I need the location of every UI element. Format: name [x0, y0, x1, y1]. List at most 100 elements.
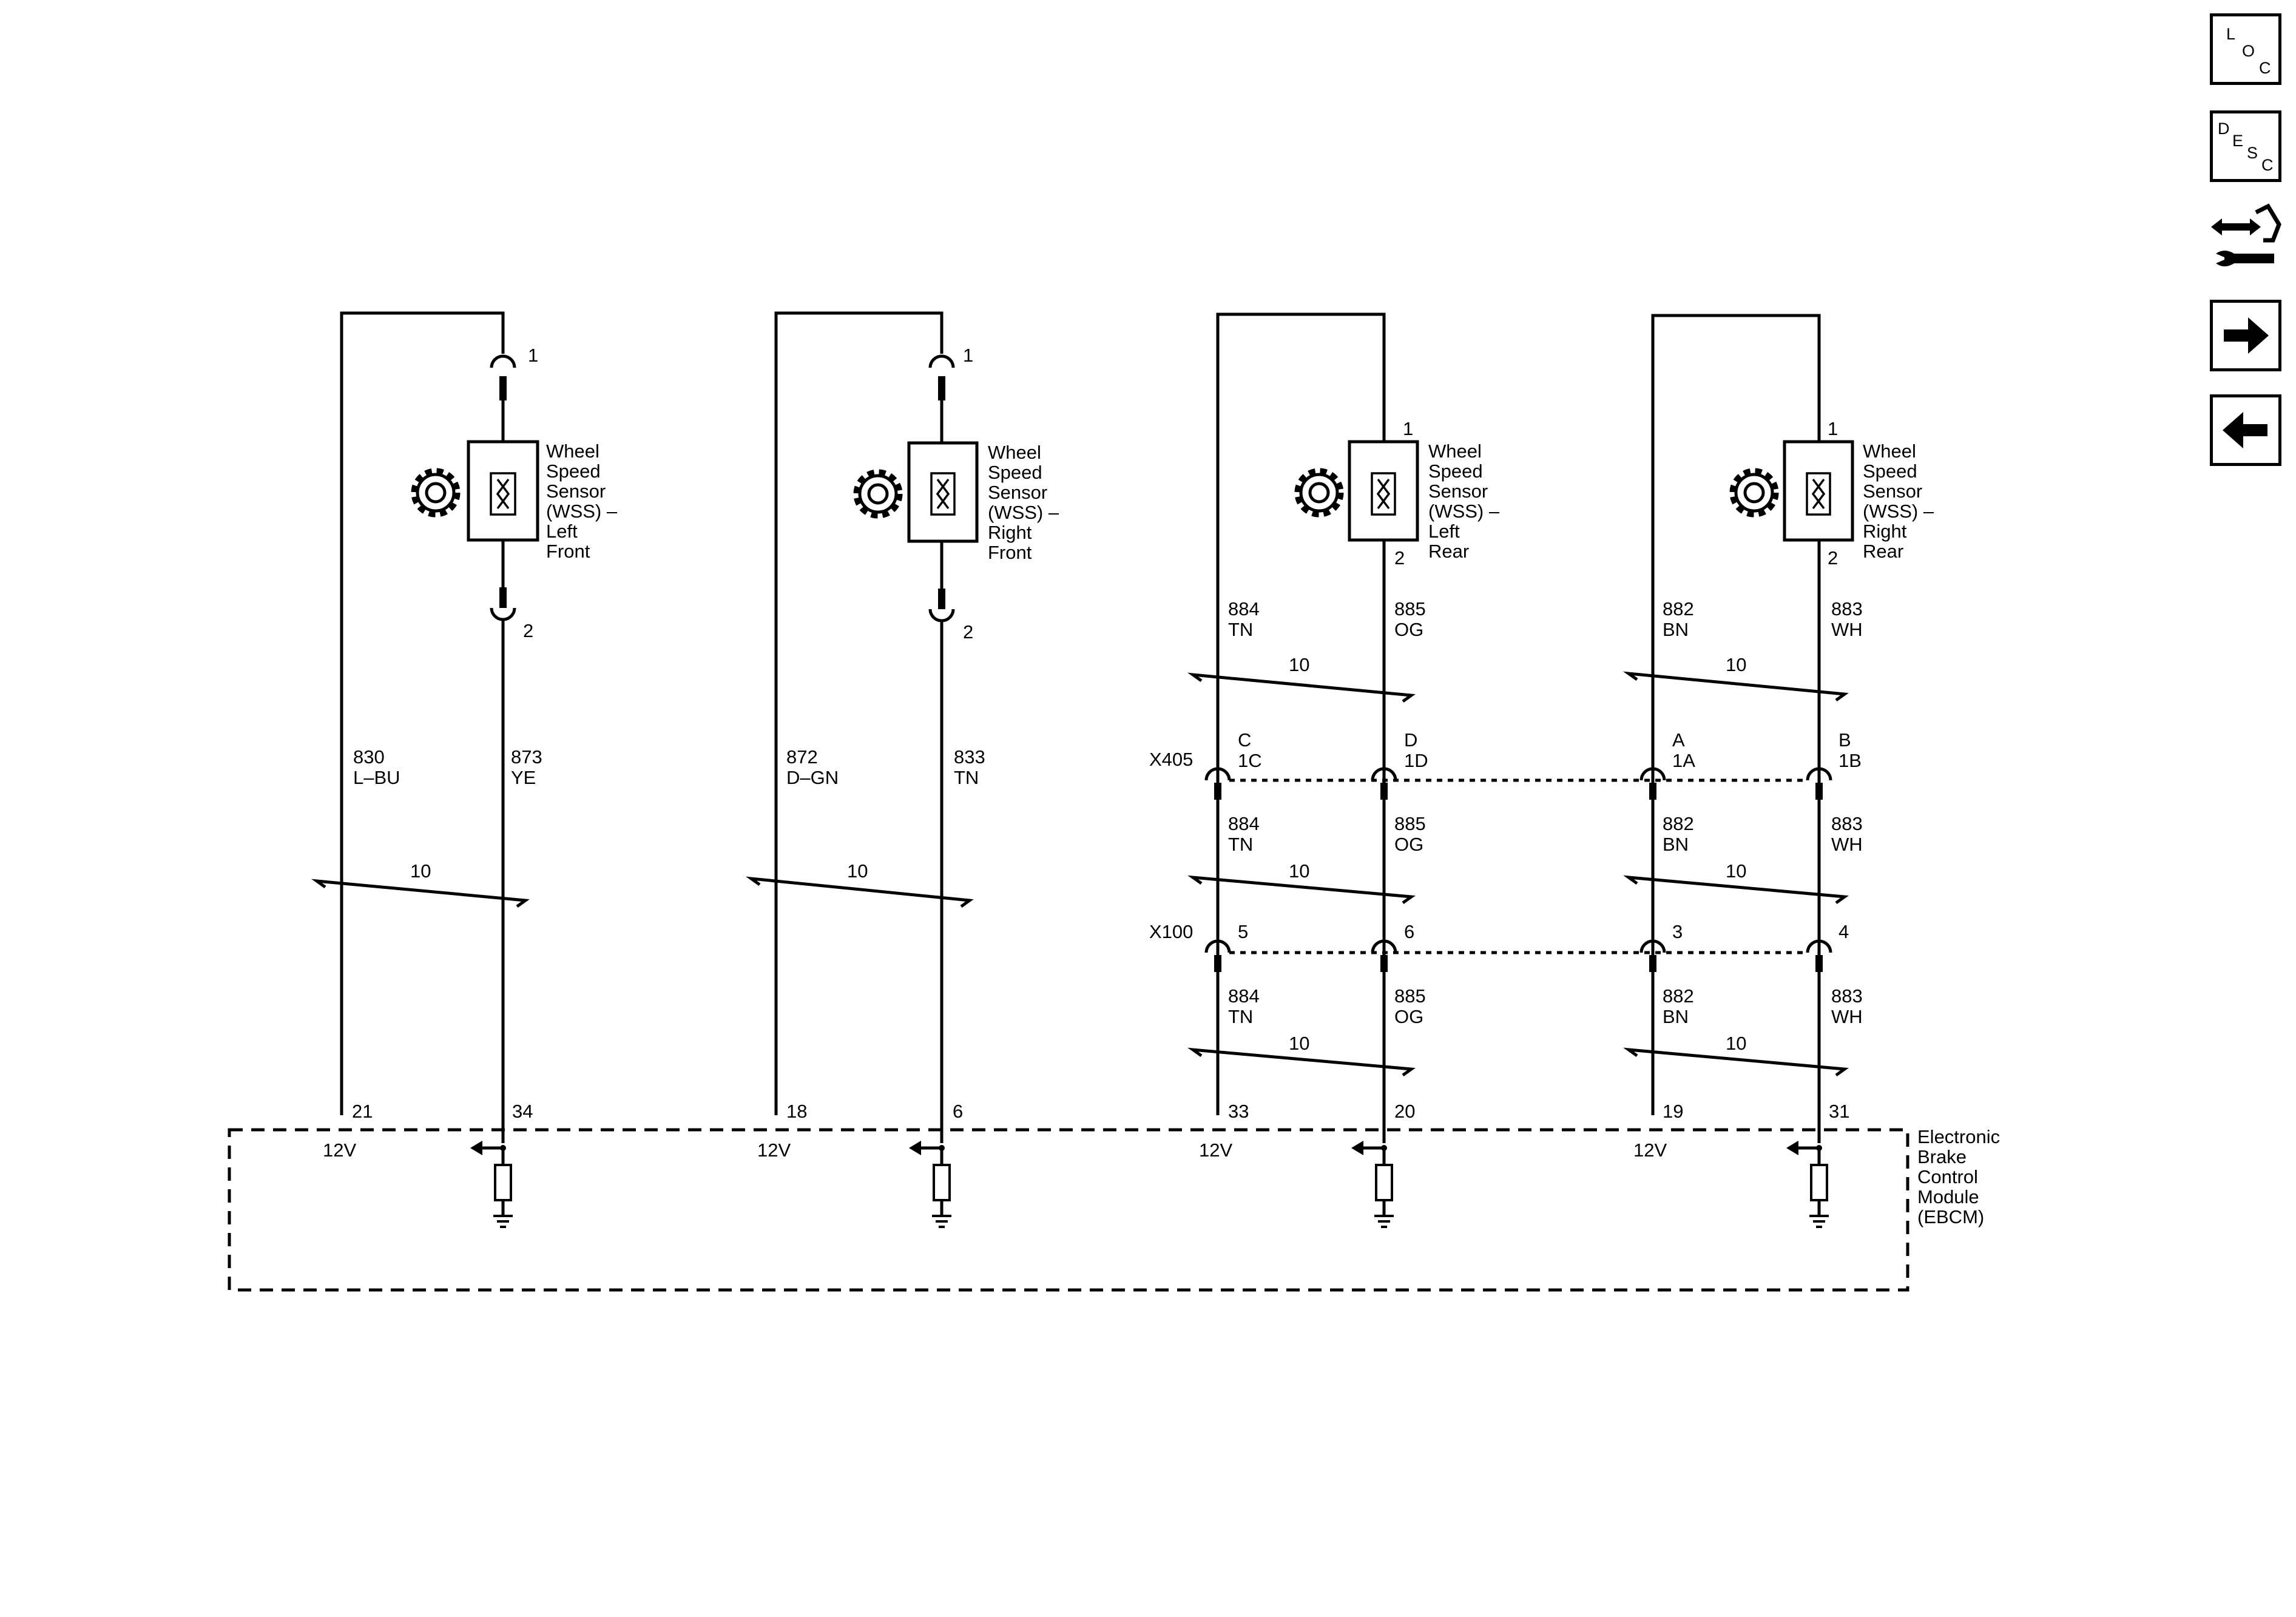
sensor-label: Wheel Speed Sensor (WSS) – Right Front: [988, 442, 1059, 563]
wss-right-front-circuit: 1 2 Wheel Speed Sensor (WSS) – Right Fro…: [745, 311, 1059, 1143]
circuit-number: 883: [1831, 985, 1863, 1007]
svg-text:Speed: Speed: [988, 462, 1042, 483]
twisted-pair-marker: [1623, 1047, 1849, 1077]
svg-text:1D: 1D: [1404, 750, 1428, 771]
sensor-label: Wheel Speed Sensor (WSS) – Right Rear: [1863, 441, 1934, 562]
wire-color: WH: [1831, 834, 1863, 855]
connector-name: X405: [1149, 749, 1193, 770]
connector-pin-label: 1: [963, 345, 973, 366]
supply-voltage: 12V: [1633, 1139, 1667, 1161]
next-page-button[interactable]: [2210, 300, 2281, 371]
svg-text:Sensor: Sensor: [1428, 481, 1488, 502]
circuit-number: 872: [786, 746, 818, 768]
gear-icon: [1294, 468, 1344, 518]
loc-letter: L: [2226, 25, 2236, 43]
arrow-right-icon: [2224, 317, 2269, 354]
svg-text:Front: Front: [988, 542, 1032, 563]
supply-voltage: 12V: [757, 1139, 791, 1161]
connector-terminal: [928, 354, 955, 368]
module-pin: 18: [786, 1101, 807, 1122]
connector-tool-icon[interactable]: [2207, 200, 2284, 280]
svg-text:Brake: Brake: [1917, 1146, 1967, 1167]
circuit-number: 830: [353, 746, 385, 768]
svg-text:Wheel: Wheel: [1863, 441, 1916, 462]
twist-label: 10: [847, 860, 868, 882]
svg-text:Right: Right: [1863, 521, 1907, 542]
module-pin: 20: [1394, 1101, 1415, 1122]
module-label: Electronic Brake Control Module (EBCM): [1917, 1126, 2000, 1227]
twisted-pair-marker: [1623, 875, 1849, 905]
wire-color: TN: [954, 767, 979, 788]
wire-color: BN: [1663, 619, 1689, 640]
connector-terminal: [490, 607, 516, 621]
connector-pin-label: 2: [1394, 547, 1405, 569]
sensor-label: Wheel Speed Sensor (WSS) – Left Front: [546, 441, 618, 562]
wire-color: TN: [1228, 619, 1253, 640]
wire-color: D–GN: [786, 767, 839, 788]
circuit-number: 885: [1394, 598, 1426, 619]
loc-letter: O: [2242, 42, 2255, 60]
wire-color: OG: [1394, 1006, 1423, 1027]
wire-color: WH: [1831, 619, 1863, 640]
circuit-number: 882: [1663, 813, 1694, 834]
svg-text:Speed: Speed: [546, 461, 601, 482]
svg-text:1A: 1A: [1672, 750, 1695, 771]
twist-label: 10: [1289, 1033, 1309, 1054]
circuit-number: 882: [1663, 985, 1694, 1007]
wire-color: BN: [1663, 834, 1689, 855]
desc-letter: E: [2232, 132, 2244, 150]
twist-label: 10: [1726, 654, 1746, 675]
twisted-pair-marker: [1187, 875, 1416, 905]
wire-color: TN: [1228, 1006, 1253, 1027]
circuit-number: 885: [1394, 985, 1426, 1007]
desc-letter: S: [2247, 144, 2258, 162]
svg-text:Left: Left: [546, 521, 578, 542]
svg-text:A: A: [1672, 729, 1685, 751]
module-pin: 6: [953, 1101, 963, 1122]
wss-left-front-circuit: 1 2 Wheel Speed Sensor (WSS) – Left Fron…: [311, 311, 618, 1143]
svg-text:6: 6: [1404, 921, 1414, 942]
description-button[interactable]: D E S C: [2210, 110, 2281, 182]
previous-page-button[interactable]: [2210, 394, 2281, 466]
ebcm-input-rf: [909, 1141, 951, 1228]
svg-text:Sensor: Sensor: [1863, 481, 1922, 502]
svg-text:Wheel: Wheel: [546, 441, 599, 462]
circuit-number: 885: [1394, 813, 1426, 834]
twisted-pair-marker: [745, 876, 974, 908]
svg-text:(WSS) –: (WSS) –: [1863, 501, 1934, 522]
location-button[interactable]: L O C: [2210, 13, 2281, 85]
gear-icon: [853, 469, 903, 519]
circuit-number: 884: [1228, 598, 1260, 619]
ebcm-input-lf: [470, 1141, 513, 1228]
svg-text:1B: 1B: [1838, 750, 1862, 771]
gear-icon: [411, 468, 461, 518]
wss-left-front-sensor: [467, 440, 539, 542]
desc-letter: D: [2218, 120, 2230, 138]
svg-text:5: 5: [1238, 921, 1248, 942]
circuit-number: 883: [1831, 598, 1863, 619]
connector-pin-label: 1: [528, 345, 538, 366]
svg-text:(EBCM): (EBCM): [1917, 1206, 1984, 1227]
svg-text:Module: Module: [1917, 1186, 1979, 1207]
wss-right-front-sensor: [907, 441, 979, 543]
wss-left-rear-sensor: [1348, 440, 1419, 542]
wire-color: WH: [1831, 1006, 1863, 1027]
connector-pin-label: 1: [1828, 418, 1838, 439]
twisted-pair-marker: [311, 879, 530, 908]
wss-right-rear-circuit: 1 2 Wheel Speed Sensor (WSS) – Right Rea…: [1622, 314, 1934, 1143]
connector-pin-label: 1: [1403, 418, 1413, 439]
connector-terminal: [490, 354, 516, 368]
desc-letter: C: [2261, 156, 2274, 174]
wss-left-rear-circuit: 1 2 Wheel Speed Sensor (WSS) – Left Rear…: [1187, 312, 1500, 1143]
twist-label: 10: [410, 860, 431, 882]
loc-letter: C: [2259, 59, 2271, 77]
circuit-number: 883: [1831, 813, 1863, 834]
twisted-pair-marker: [1187, 672, 1416, 703]
connector-pin-label: 2: [1828, 547, 1838, 569]
module-pin: 31: [1829, 1101, 1849, 1122]
wire-color: OG: [1394, 834, 1423, 855]
circuit-number: 833: [954, 746, 985, 768]
svg-text:C: C: [1238, 729, 1251, 751]
connector-pin-label: 2: [523, 620, 533, 641]
